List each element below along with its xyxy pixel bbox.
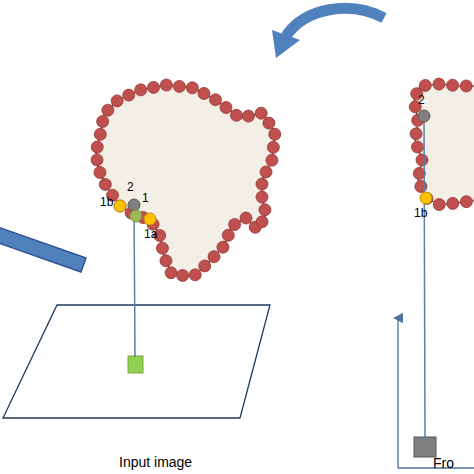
contour-point bbox=[148, 81, 160, 93]
contour-point bbox=[447, 79, 459, 91]
contour-point bbox=[156, 242, 168, 254]
panel-caption: Fro bbox=[433, 456, 454, 470]
contour-point bbox=[266, 154, 278, 166]
contour-point bbox=[209, 94, 221, 106]
contour-point bbox=[256, 178, 268, 190]
contour-point bbox=[255, 107, 267, 119]
key-point bbox=[130, 210, 142, 222]
key-point bbox=[420, 192, 432, 204]
pixel-square bbox=[414, 437, 436, 457]
callout-number: 1 bbox=[142, 192, 149, 204]
camera-ray-bar bbox=[0, 226, 86, 272]
key-point bbox=[144, 213, 156, 225]
contour-point bbox=[419, 79, 431, 91]
contour-point bbox=[256, 191, 268, 203]
contour-point bbox=[186, 82, 198, 94]
contour-point bbox=[230, 109, 242, 121]
contour-point bbox=[189, 269, 201, 281]
contour-point bbox=[256, 216, 268, 228]
contour-point bbox=[410, 128, 422, 140]
contour-point bbox=[411, 141, 423, 153]
contour-point bbox=[415, 180, 427, 192]
contour-point bbox=[173, 80, 185, 92]
callout-number: 2 bbox=[418, 94, 425, 106]
contour-point bbox=[114, 200, 126, 212]
contour-point bbox=[102, 104, 114, 116]
contour-point bbox=[208, 251, 220, 263]
contour-point bbox=[177, 269, 189, 281]
contour-point bbox=[433, 199, 445, 211]
contour-point bbox=[111, 95, 123, 107]
contour-point bbox=[229, 218, 241, 230]
contour-point bbox=[416, 154, 428, 166]
key-point bbox=[114, 200, 126, 212]
image-plane bbox=[3, 305, 270, 418]
contour-point bbox=[447, 197, 459, 209]
contour-point bbox=[267, 141, 279, 153]
contour-point bbox=[165, 267, 177, 279]
contour-point bbox=[217, 241, 229, 253]
contour-point bbox=[94, 128, 106, 140]
contour-point bbox=[269, 128, 281, 140]
curved-arrow bbox=[286, 8, 384, 36]
contour-point bbox=[240, 212, 252, 224]
contour-point bbox=[260, 166, 272, 178]
contour-point bbox=[91, 154, 103, 166]
contour-point bbox=[160, 79, 172, 91]
projection-line bbox=[134, 205, 135, 357]
contour-point bbox=[460, 80, 472, 92]
contour-point bbox=[135, 84, 147, 96]
callout-number: 1a bbox=[144, 228, 157, 240]
contour-point bbox=[160, 255, 172, 267]
contour-point bbox=[263, 117, 275, 129]
pixel-square bbox=[128, 356, 143, 373]
contour-point bbox=[99, 178, 111, 190]
contour-point bbox=[91, 141, 103, 153]
axis-line bbox=[397, 318, 398, 468]
contour-point bbox=[97, 115, 109, 127]
object-contour bbox=[96, 85, 275, 276]
contour-point bbox=[220, 101, 232, 113]
contour-point bbox=[433, 78, 445, 90]
key-point bbox=[418, 110, 430, 122]
contour-point bbox=[421, 192, 433, 204]
callout-number: 2 bbox=[127, 181, 134, 193]
callout-number: 1b bbox=[100, 196, 113, 208]
contour-point bbox=[123, 89, 135, 101]
contour-point bbox=[199, 260, 211, 272]
panel-caption: Input image bbox=[119, 455, 192, 469]
contour-point bbox=[94, 166, 106, 178]
contour-point bbox=[198, 87, 210, 99]
contour-point bbox=[242, 110, 254, 122]
contour-point bbox=[460, 196, 472, 208]
contour-point bbox=[259, 204, 271, 216]
projection-line bbox=[424, 116, 425, 438]
contour-point bbox=[222, 229, 234, 241]
key-point bbox=[128, 199, 140, 211]
arrow-head bbox=[272, 30, 300, 58]
callout-number: 1b bbox=[414, 207, 427, 219]
